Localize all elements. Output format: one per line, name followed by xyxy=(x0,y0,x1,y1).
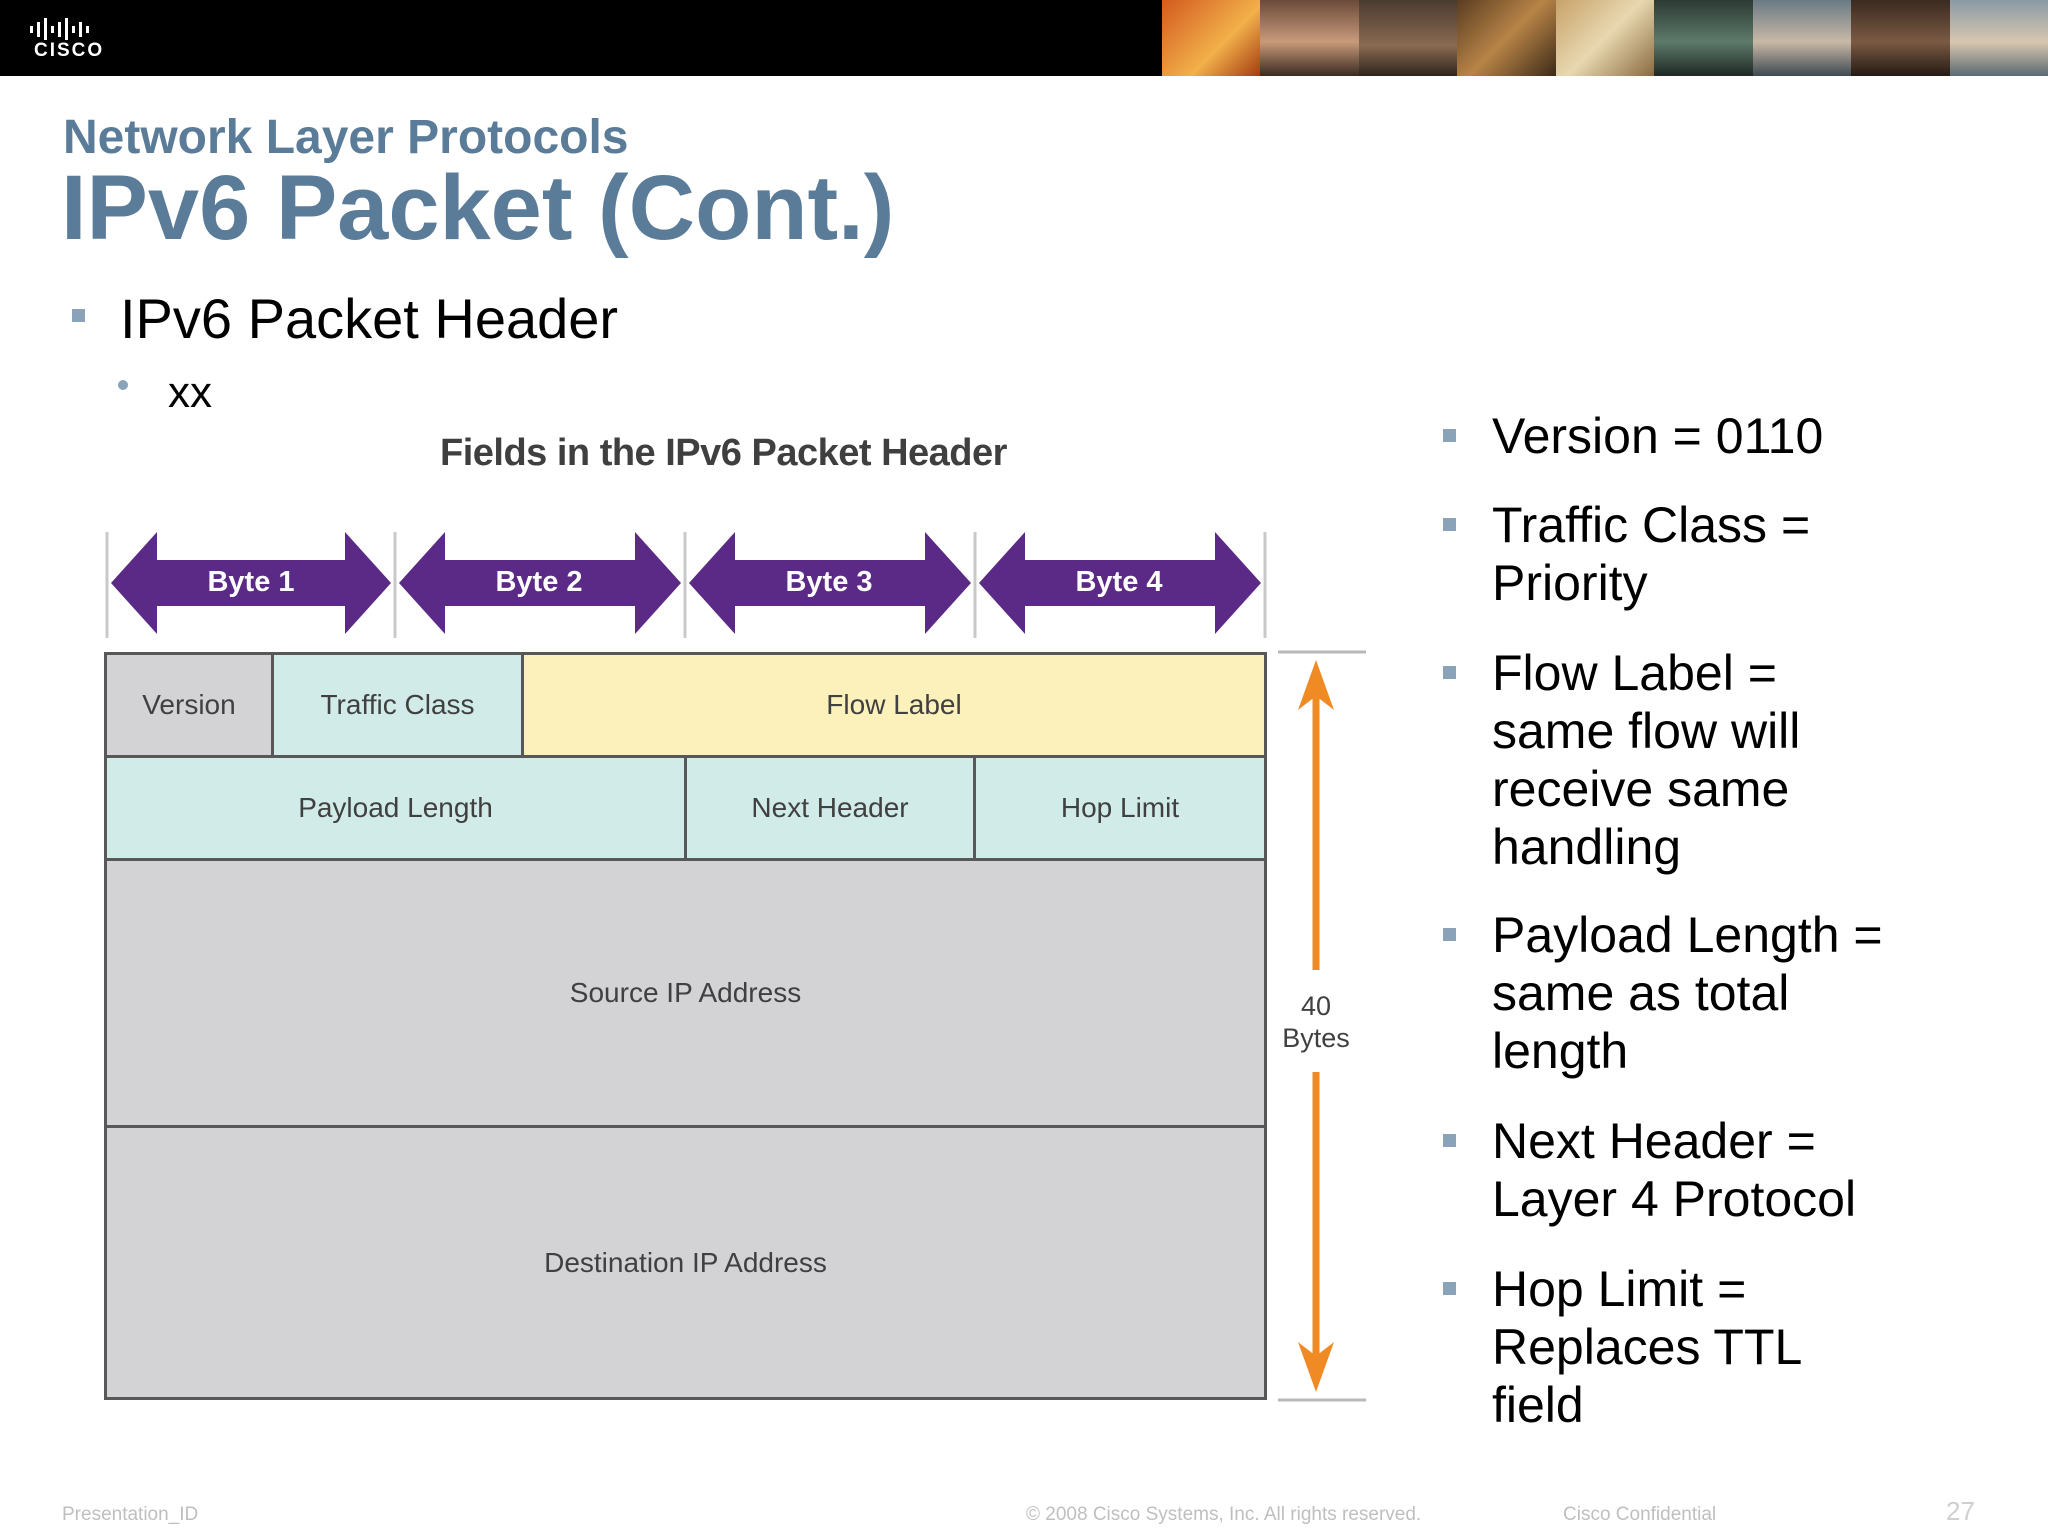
bullet-line: Replaces TTL xyxy=(1492,1319,1803,1375)
byte-1-arrow xyxy=(111,532,391,634)
byte-2-label: Byte 2 xyxy=(495,566,583,598)
bullet-line: Traffic Class = xyxy=(1492,497,1811,553)
field-next-header: Next Header xyxy=(684,755,976,861)
right-bullet-flow-label: Flow Label = same flow will receive same… xyxy=(1492,644,1800,876)
bullet-line: same flow will xyxy=(1492,703,1801,759)
field-source-address: Source IP Address xyxy=(104,858,1267,1128)
header-bar: CISCO xyxy=(0,0,2048,76)
right-bullet-version: Version = 0110 xyxy=(1492,407,1823,465)
right-bullet-payload-length: Payload Length = same as total length xyxy=(1492,906,1883,1080)
page-number: 27 xyxy=(1946,1496,1975,1526)
bullet-square-icon xyxy=(1443,1134,1456,1147)
footer-confidential: Cisco Confidential xyxy=(1563,1504,1717,1525)
photo-8 xyxy=(1851,0,1950,76)
photo-6 xyxy=(1654,0,1753,76)
byte-4-arrow xyxy=(979,532,1261,634)
logo-wordmark: CISCO xyxy=(34,40,105,61)
bullet-level-1: IPv6 Packet Header xyxy=(120,287,619,350)
bullet-square-icon xyxy=(1443,928,1456,941)
figure-title: Fields in the IPv6 Packet Header xyxy=(440,432,1007,474)
size-unit: Bytes xyxy=(1282,1023,1350,1054)
right-bullet-next-header: Next Header = Layer 4 Protocol xyxy=(1492,1112,1856,1228)
right-bullet-hop-limit: Hop Limit = Replaces TTL field xyxy=(1492,1260,1802,1434)
photo-9 xyxy=(1949,0,2048,76)
photo-4 xyxy=(1457,0,1556,76)
byte-3-arrow xyxy=(689,532,971,634)
bullet-square-icon xyxy=(72,309,85,322)
bullet-line: Version = 0110 xyxy=(1492,408,1824,464)
photo-strip xyxy=(1162,0,2048,76)
photo-7 xyxy=(1752,0,1852,76)
bullet-dot-icon xyxy=(118,380,128,390)
bullet-line: handling xyxy=(1492,819,1682,875)
footer-presentation-id: Presentation_ID xyxy=(62,1504,199,1525)
footer-copyright: © 2008 Cisco Systems, Inc. All rights re… xyxy=(1026,1504,1422,1525)
bullet-square-icon xyxy=(1443,429,1456,442)
photo-3 xyxy=(1358,0,1458,76)
photo-2 xyxy=(1260,0,1359,76)
bullet-square-icon xyxy=(1443,1282,1456,1295)
photo-5 xyxy=(1555,0,1655,76)
bullet-line: receive same xyxy=(1492,761,1790,817)
field-flow-label: Flow Label xyxy=(521,652,1267,758)
slide-title: IPv6 Packet (Cont.) xyxy=(61,157,895,259)
bullet-line: Layer 4 Protocol xyxy=(1492,1171,1857,1227)
field-destination-address: Destination IP Address xyxy=(104,1125,1267,1400)
cisco-logo: CISCO xyxy=(28,14,118,62)
bullet-line: Payload Length = xyxy=(1492,907,1883,963)
byte-arrows xyxy=(105,532,1267,638)
bullet-line: field xyxy=(1492,1377,1584,1433)
field-payload-length: Payload Length xyxy=(104,755,687,861)
field-hop-limit: Hop Limit xyxy=(973,755,1267,861)
right-bullet-traffic-class: Traffic Class = Priority xyxy=(1492,496,1810,612)
field-version: Version xyxy=(104,652,274,758)
bullet-square-icon xyxy=(1443,666,1456,679)
bullet-line: Priority xyxy=(1492,555,1648,611)
slide-subtitle: Network Layer Protocols xyxy=(63,111,629,164)
size-value: 40 xyxy=(1300,991,1332,1021)
bullet-line: same as total xyxy=(1492,965,1790,1021)
byte-3-label: Byte 3 xyxy=(785,566,873,598)
bullet-line: length xyxy=(1492,1023,1629,1079)
size-label: 40 Bytes xyxy=(1280,990,1352,1055)
byte-4-label: Byte 4 xyxy=(1075,566,1163,598)
bullet-square-icon xyxy=(1443,518,1456,531)
field-traffic-class: Traffic Class xyxy=(271,652,524,758)
size-arrow xyxy=(1278,650,1366,1402)
photo-1 xyxy=(1162,0,1261,76)
bullet-line: Flow Label = xyxy=(1492,645,1777,701)
bullet-line: Next Header = xyxy=(1492,1113,1816,1169)
byte-2-arrow xyxy=(399,532,681,634)
bullet-level-2: xx xyxy=(168,368,212,417)
bullet-line: Hop Limit = xyxy=(1492,1261,1747,1317)
byte-1-label: Byte 1 xyxy=(207,566,295,598)
